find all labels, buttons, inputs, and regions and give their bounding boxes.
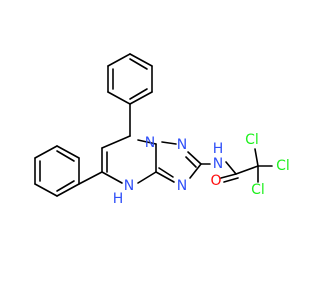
fused-ring-system	[78, 103, 202, 185]
chemical-structure: N N N N H N H O Cl Cl Cl	[34, 53, 290, 207]
atom-cl-right: Cl	[276, 158, 290, 174]
phenyl-ring-top	[107, 53, 153, 105]
atom-n-ring: N	[124, 178, 134, 194]
atom-h-ring: H	[113, 191, 124, 207]
atom-cl-top: Cl	[245, 132, 259, 148]
atom-cl-bottom: Cl	[251, 182, 265, 198]
atom-n-amide: N	[213, 156, 223, 172]
atom-h-amide: H	[213, 141, 224, 157]
atom-n2: N	[177, 137, 187, 153]
phenyl-ring-bottom-left	[34, 145, 80, 197]
atom-n1: N	[145, 135, 155, 151]
atom-n3: N	[177, 178, 187, 194]
trichloroacetamide-group	[200, 148, 273, 183]
atom-o: O	[210, 173, 221, 189]
